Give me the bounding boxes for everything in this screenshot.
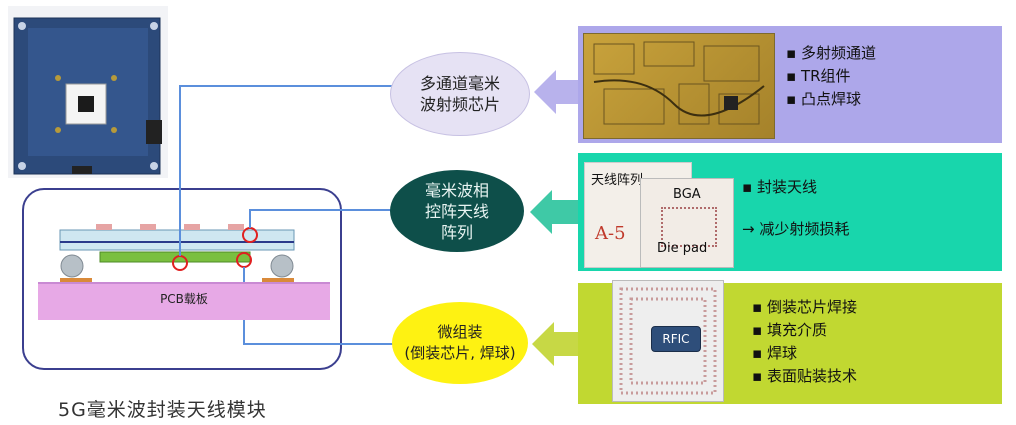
pcb-label: PCB载板 bbox=[160, 292, 208, 306]
die-pad-outline bbox=[661, 207, 717, 247]
bullet-item: TR组件 bbox=[786, 65, 876, 88]
oval-rf-chip: 多通道毫米 波射频芯片 bbox=[390, 52, 530, 136]
oval-line: 阵列 bbox=[440, 222, 473, 242]
antenna-patch bbox=[184, 224, 200, 230]
arrow-left-icon bbox=[530, 190, 578, 234]
solder-ball bbox=[60, 254, 84, 278]
oval-line: 毫米波相 bbox=[424, 180, 489, 200]
antenna-patch bbox=[228, 224, 244, 230]
arrow-left-icon bbox=[532, 322, 578, 366]
bullet-item: 封装天线 bbox=[742, 176, 817, 199]
pcb-photo bbox=[8, 6, 168, 178]
bullet-item: 填充介质 bbox=[752, 319, 857, 342]
oval-line: 多通道毫米 bbox=[419, 74, 500, 93]
antenna-patch bbox=[96, 224, 112, 230]
oval-line: 微组装 bbox=[437, 323, 483, 341]
solder-ball bbox=[270, 254, 294, 278]
oval-phased-array: 毫米波相 控阵天线 阵列 bbox=[390, 170, 524, 252]
die-pad-label: Die pad bbox=[657, 241, 708, 256]
pcb-carrier bbox=[38, 282, 330, 320]
chip-layout-drawing bbox=[593, 41, 765, 125]
bga-grid-drawing bbox=[619, 287, 717, 395]
pcb-board-drawing bbox=[13, 17, 162, 175]
oval-micro-assembly: 微组装 (倒装芯片, 焊球) bbox=[392, 302, 528, 384]
array-photo-label: 天线阵列 bbox=[591, 173, 644, 188]
bullet-item: 焊球 bbox=[752, 342, 857, 365]
arrow-note: → 减少射频损耗 bbox=[742, 218, 849, 239]
bga-label: BGA bbox=[673, 187, 701, 202]
arrow-right-icon: → bbox=[742, 220, 760, 238]
rf-chip-photo bbox=[583, 33, 775, 139]
array-mark: A-5 bbox=[595, 223, 626, 244]
arrow-note-text: 减少射频损耗 bbox=[759, 220, 850, 238]
antenna-patch bbox=[140, 224, 156, 230]
bullet-item: 凸点焊球 bbox=[786, 88, 876, 111]
bga-photo: BGA Die pad bbox=[640, 178, 734, 268]
bullet-list-phased-array: 封装天线 bbox=[742, 176, 817, 199]
rfic-chip-label: RFIC bbox=[651, 326, 701, 352]
bullet-list-micro-assembly: 倒装芯片焊接 填充介质 焊球 表面贴装技术 bbox=[752, 296, 857, 388]
oval-line: 波射频芯片 bbox=[419, 95, 500, 114]
arrow-left-icon bbox=[534, 70, 580, 114]
package-substrate bbox=[59, 229, 295, 251]
oval-line: (倒装芯片, 焊球) bbox=[404, 344, 516, 362]
bullet-item: 表面贴装技术 bbox=[752, 365, 857, 388]
oval-line: 控阵天线 bbox=[424, 201, 489, 221]
bullet-item: 多射频通道 bbox=[786, 42, 876, 65]
bullet-item: 倒装芯片焊接 bbox=[752, 296, 857, 319]
figure-caption: 5G毫米波封装天线模块 bbox=[58, 399, 267, 421]
bullet-list-rf-chip: 多射频通道 TR组件 凸点焊球 bbox=[786, 42, 876, 111]
